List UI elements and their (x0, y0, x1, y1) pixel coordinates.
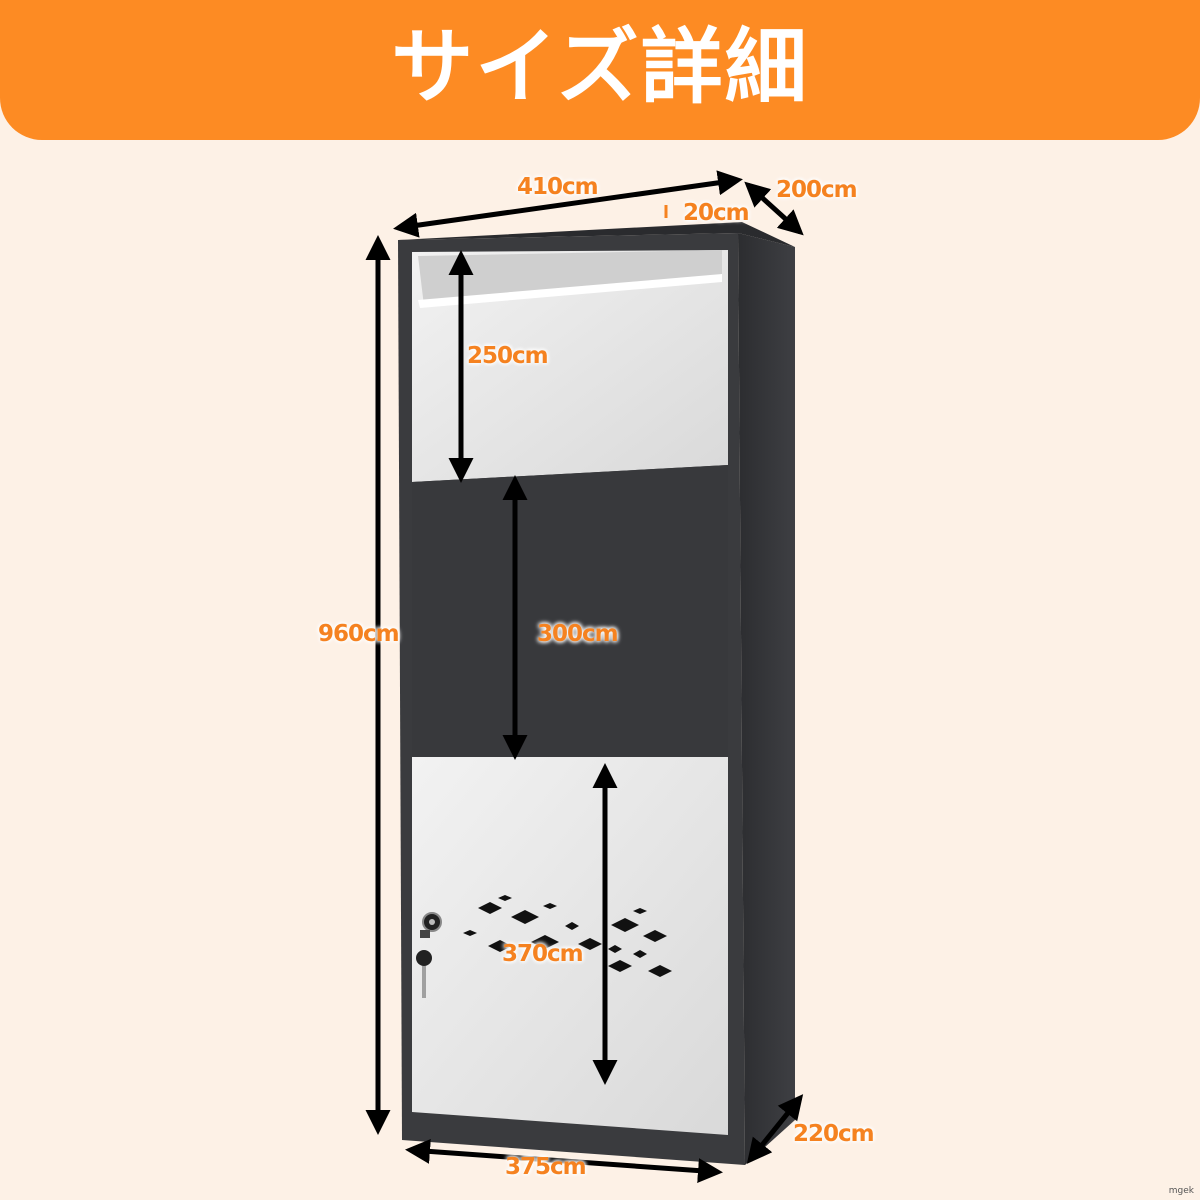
cabinet-side-panel (738, 233, 795, 1165)
label-lip-depth: 20cm (683, 200, 750, 226)
mail-slot-panel (412, 250, 728, 482)
label-top-width: 410cm (517, 174, 599, 200)
lock-icon (416, 912, 442, 998)
label-bottom-width: 375cm (505, 1154, 587, 1180)
mail-slot-flap (418, 250, 722, 306)
lower-door (412, 757, 728, 1135)
label-bottom-depth: 220cm (793, 1121, 875, 1147)
middle-panel (412, 465, 728, 757)
label-slot-height: 250cm (467, 343, 549, 369)
arrow-top-width (393, 170, 743, 238)
label-middle-height: 300cm (537, 621, 619, 647)
label-lower-height: 370cm (502, 941, 584, 967)
arrow-bottom-width (405, 1138, 723, 1184)
label-top-depth: 200cm (776, 177, 858, 203)
label-total-height: 960cm (318, 621, 400, 647)
mail-slot-flap-edge (418, 274, 722, 308)
page-title: サイズ詳細 (391, 20, 809, 115)
header-banner: サイズ詳細 (0, 0, 1200, 140)
cabinet-body (398, 222, 795, 1165)
arrow-top-depth (744, 181, 804, 236)
dimension-arrows (365, 170, 804, 1184)
watermark-text: mgek (1168, 1186, 1194, 1196)
arrow-bottom-depth (746, 1094, 804, 1164)
